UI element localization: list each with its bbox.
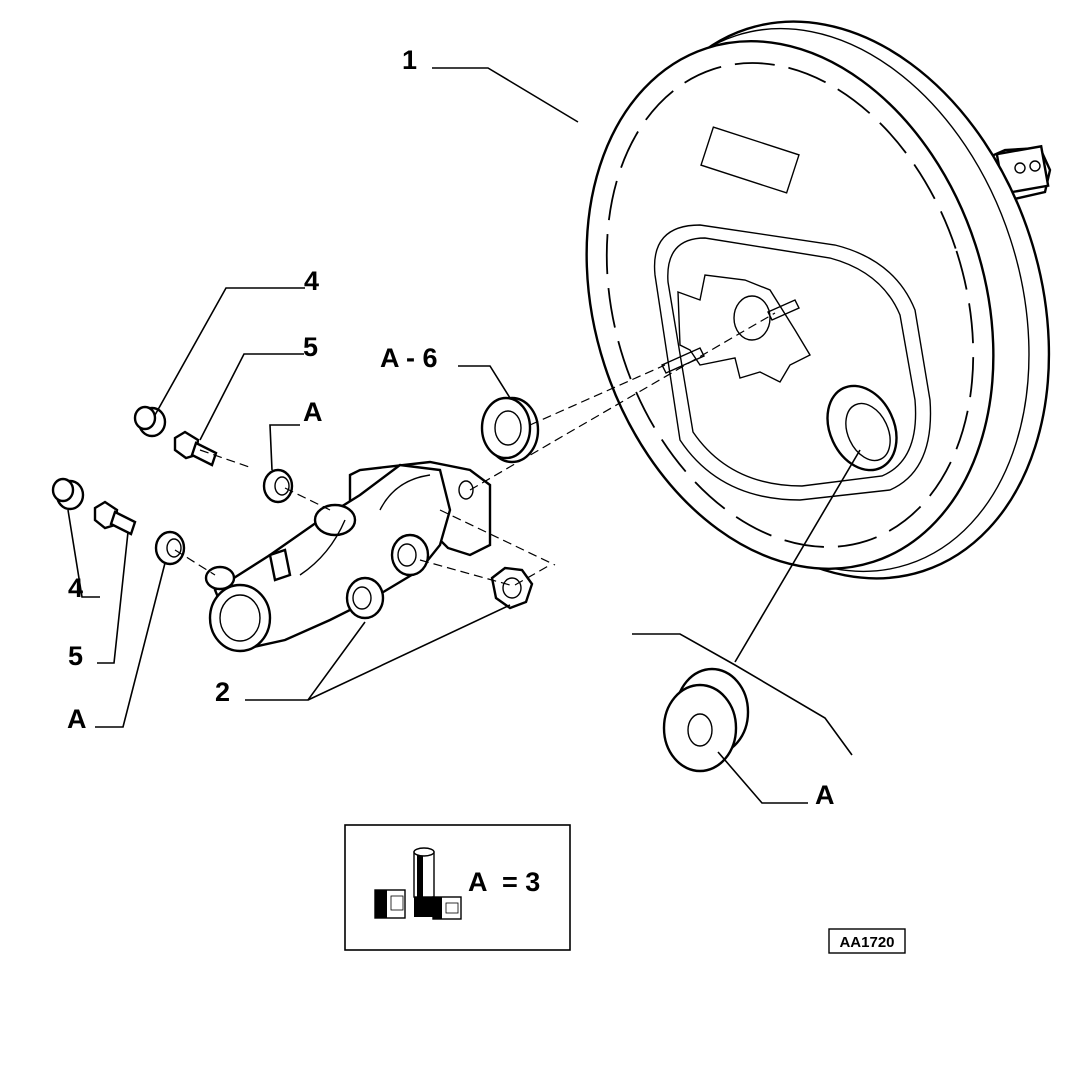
callout-screw-upper: 5 <box>303 332 318 362</box>
brake-booster <box>585 20 1052 580</box>
legend-value: = 3 <box>502 867 540 897</box>
callout-grommet: A <box>815 780 835 810</box>
vacuum-grommet <box>662 667 750 773</box>
legend-box: A = 3 <box>344 824 571 951</box>
hex-nut <box>490 566 534 610</box>
leader-lines <box>67 67 861 804</box>
callout-master-cylinder: 2 <box>215 677 230 707</box>
screw-upper <box>173 430 218 467</box>
assembly-lines <box>174 312 776 586</box>
callout-booster: 1 <box>402 45 417 75</box>
master-cylinder <box>204 460 492 653</box>
callout-seal-upper: A <box>303 397 323 427</box>
callout-seal-a6: A - 6 <box>380 343 438 373</box>
legend-label: A <box>468 867 488 897</box>
lubricant-icon <box>374 847 462 920</box>
reference-code: AA1720 <box>839 934 894 951</box>
seal-a6 <box>480 396 540 464</box>
seal-upper <box>262 468 294 504</box>
callout-plug-upper: 4 <box>304 266 319 296</box>
callout-screw-lower: 5 <box>68 641 83 671</box>
plug-lower <box>51 477 85 511</box>
callout-seal-lower: A <box>67 704 87 734</box>
reference-code-box: AA1720 <box>828 928 906 954</box>
plug-upper <box>133 405 167 438</box>
screw-lower <box>93 500 137 536</box>
callout-plug-lower: 4 <box>68 573 83 603</box>
seal-lower <box>154 530 186 566</box>
